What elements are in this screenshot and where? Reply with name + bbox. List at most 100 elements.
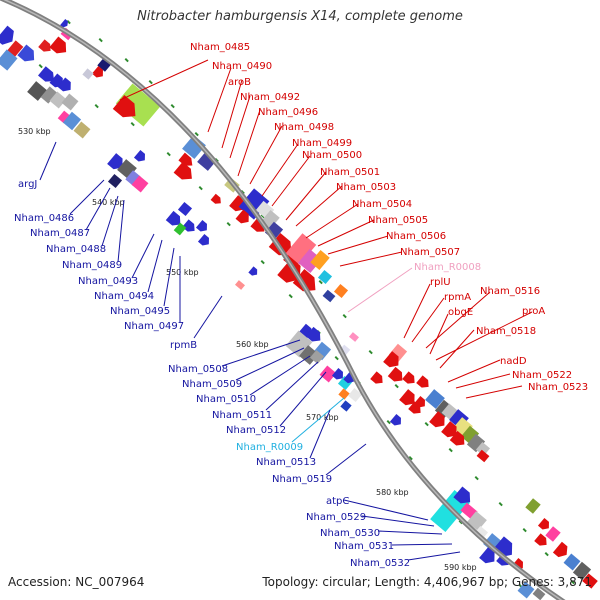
track-marker: [386, 419, 391, 425]
gene-arrow: [537, 517, 549, 530]
gene-arrow: [399, 389, 415, 406]
gene-box: [40, 86, 58, 104]
leader-line: [119, 59, 209, 101]
gene-block: [131, 175, 149, 193]
track-marker: [408, 456, 413, 461]
gene-label-reverse: Nham_0531: [334, 541, 394, 552]
gene-arrow: [60, 19, 69, 28]
kbp-tick-label: 580 kbp: [376, 488, 409, 497]
kbp-tick-label: 550 kbp: [166, 268, 199, 277]
gene-label-reverse: Nham_0511: [212, 410, 272, 421]
gene-block: [305, 326, 321, 342]
gene-block: [173, 222, 187, 236]
gene-label-reverse: Nham_0489: [62, 260, 122, 271]
leader-line: [407, 551, 461, 561]
track-marker: [38, 64, 43, 69]
gene-arrow: [165, 210, 181, 226]
gene-label-forward: Nham_0490: [212, 61, 272, 72]
gene-label-forward: Nham_0518: [476, 326, 536, 337]
gene-arrow: [453, 486, 471, 504]
gene-block: [0, 25, 14, 45]
gene-arrow: [416, 375, 429, 388]
gene-block: [250, 218, 265, 232]
gene-block: [62, 111, 82, 131]
leader-line: [265, 361, 319, 411]
gene-box: [125, 170, 141, 186]
leader-line: [285, 171, 327, 221]
gene-label-reverse: Nham_0513: [256, 457, 316, 468]
gene-label-forward: Nham_0498: [274, 122, 334, 133]
gene-box: [131, 175, 149, 193]
gene-block: [107, 173, 123, 189]
gene-label-forward: Nham_0506: [386, 231, 446, 242]
track-marker: [498, 502, 503, 507]
topology-text: Topology: circular; Length: 4,406,967 bp…: [262, 575, 592, 589]
gene-label-reverse: Nham_0512: [226, 425, 286, 436]
gene-block: [197, 233, 209, 246]
leader-line: [163, 247, 175, 307]
gene-box: [309, 349, 325, 365]
leader-line: [295, 185, 343, 227]
leader-line: [221, 339, 301, 367]
gene-arrow: [402, 371, 415, 384]
leader-line: [39, 141, 57, 181]
gene-block: [467, 511, 487, 531]
gene-arrow: [408, 401, 421, 414]
track-marker: [424, 421, 429, 427]
gene-box: [285, 330, 313, 358]
gene-label-forward: Nham_0500: [302, 150, 362, 161]
leader-line: [465, 385, 523, 399]
leader-line: [249, 125, 283, 185]
gene-box: [532, 587, 546, 600]
leader-line: [221, 79, 243, 149]
gene-arrow: [0, 25, 14, 45]
track-marker: [170, 103, 175, 109]
gene-block: [453, 486, 471, 504]
gene-box: [425, 389, 445, 409]
gene-label-layer: Nham_0485Nham_0490aroBNham_0492Nham_0496…: [14, 42, 588, 569]
gene-box: [347, 387, 363, 403]
track-marker: [288, 294, 293, 299]
gene-arrow: [370, 371, 383, 384]
leader-line: [237, 109, 261, 177]
gene-block: [91, 65, 103, 78]
gene-block: [49, 36, 67, 54]
track-marker: [448, 448, 453, 453]
gene-box: [319, 365, 337, 383]
leader-line: [429, 313, 449, 355]
gene-label-forward: Nham_0492: [240, 92, 300, 103]
track-marker: [394, 383, 399, 389]
gene-block: [416, 375, 429, 388]
gene-block: [82, 68, 94, 80]
gene-arrow: [112, 95, 136, 118]
gene-block: [238, 188, 270, 220]
gene-label-reverse: Nham_0529: [306, 512, 366, 523]
gene-label-reverse: Nham_R0009: [236, 442, 303, 453]
gene-box: [467, 511, 487, 531]
gene-box: [545, 526, 561, 542]
gene-block: [572, 561, 592, 581]
gene-block: [322, 289, 336, 303]
gene-arrow: [277, 258, 301, 283]
gene-block: [38, 66, 55, 82]
gene-label-reverse: Nham_0494: [94, 291, 154, 302]
leader-line: [85, 187, 111, 231]
gene-block: [331, 367, 343, 380]
leader-line: [117, 199, 125, 263]
gene-block: [383, 351, 399, 368]
track-marker: [260, 260, 265, 265]
leader-line: [235, 347, 305, 381]
gene-block: [349, 332, 359, 342]
gene-arrow: [38, 66, 55, 82]
gene-box: [563, 553, 581, 571]
gene-box: [61, 93, 79, 111]
gene-arrow: [178, 152, 193, 166]
track-marker: [474, 475, 479, 481]
leader-line: [101, 195, 119, 247]
gene-label-forward: obgE: [448, 307, 473, 318]
gene-block: [38, 39, 51, 52]
